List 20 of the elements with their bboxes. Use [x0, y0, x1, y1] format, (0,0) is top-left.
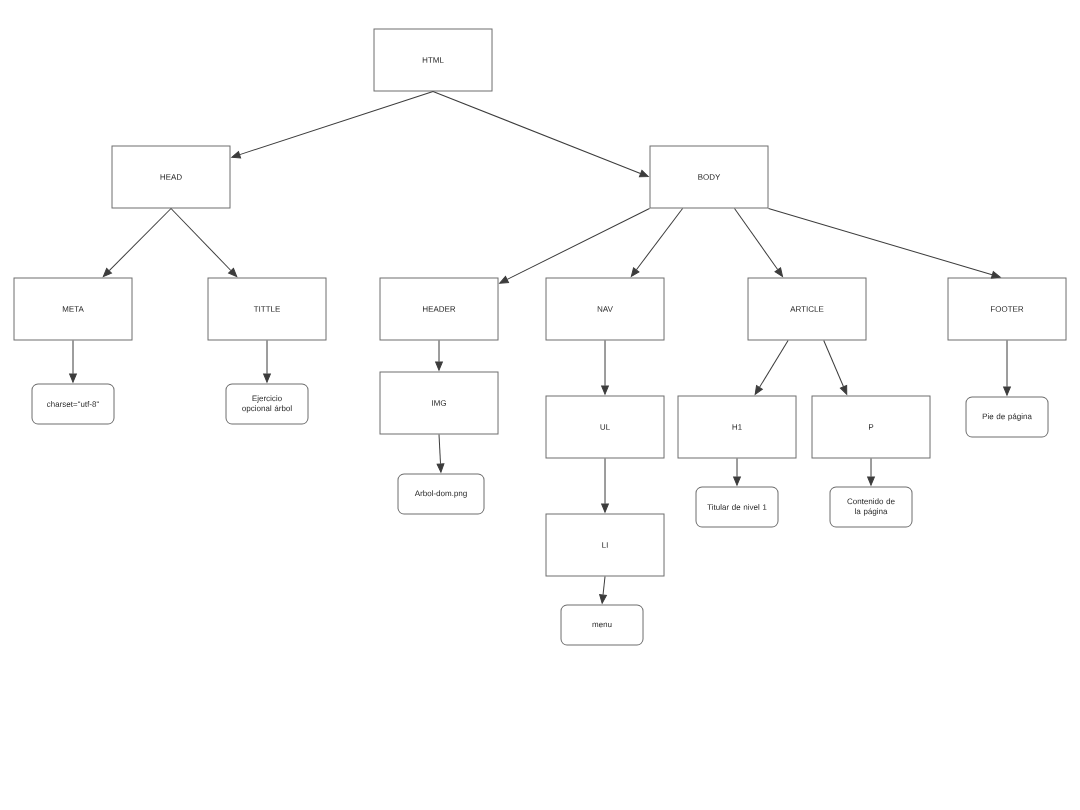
arrow [733, 458, 741, 486]
arrow [734, 208, 783, 277]
arrow [435, 340, 443, 371]
arrow [436, 434, 445, 473]
arrow [102, 208, 172, 278]
arrow [867, 458, 875, 486]
arrow [601, 458, 609, 513]
arrow [432, 91, 649, 178]
arrow [823, 340, 848, 395]
arrow [170, 208, 238, 278]
arrow [599, 576, 607, 604]
arrow [1003, 340, 1011, 396]
arrow [69, 340, 77, 383]
arrow [263, 340, 271, 383]
arrow [231, 91, 434, 159]
arrow [630, 208, 684, 277]
arrow [499, 208, 650, 284]
arrow [601, 340, 609, 395]
arrow [768, 208, 1001, 279]
arrow [754, 340, 789, 395]
